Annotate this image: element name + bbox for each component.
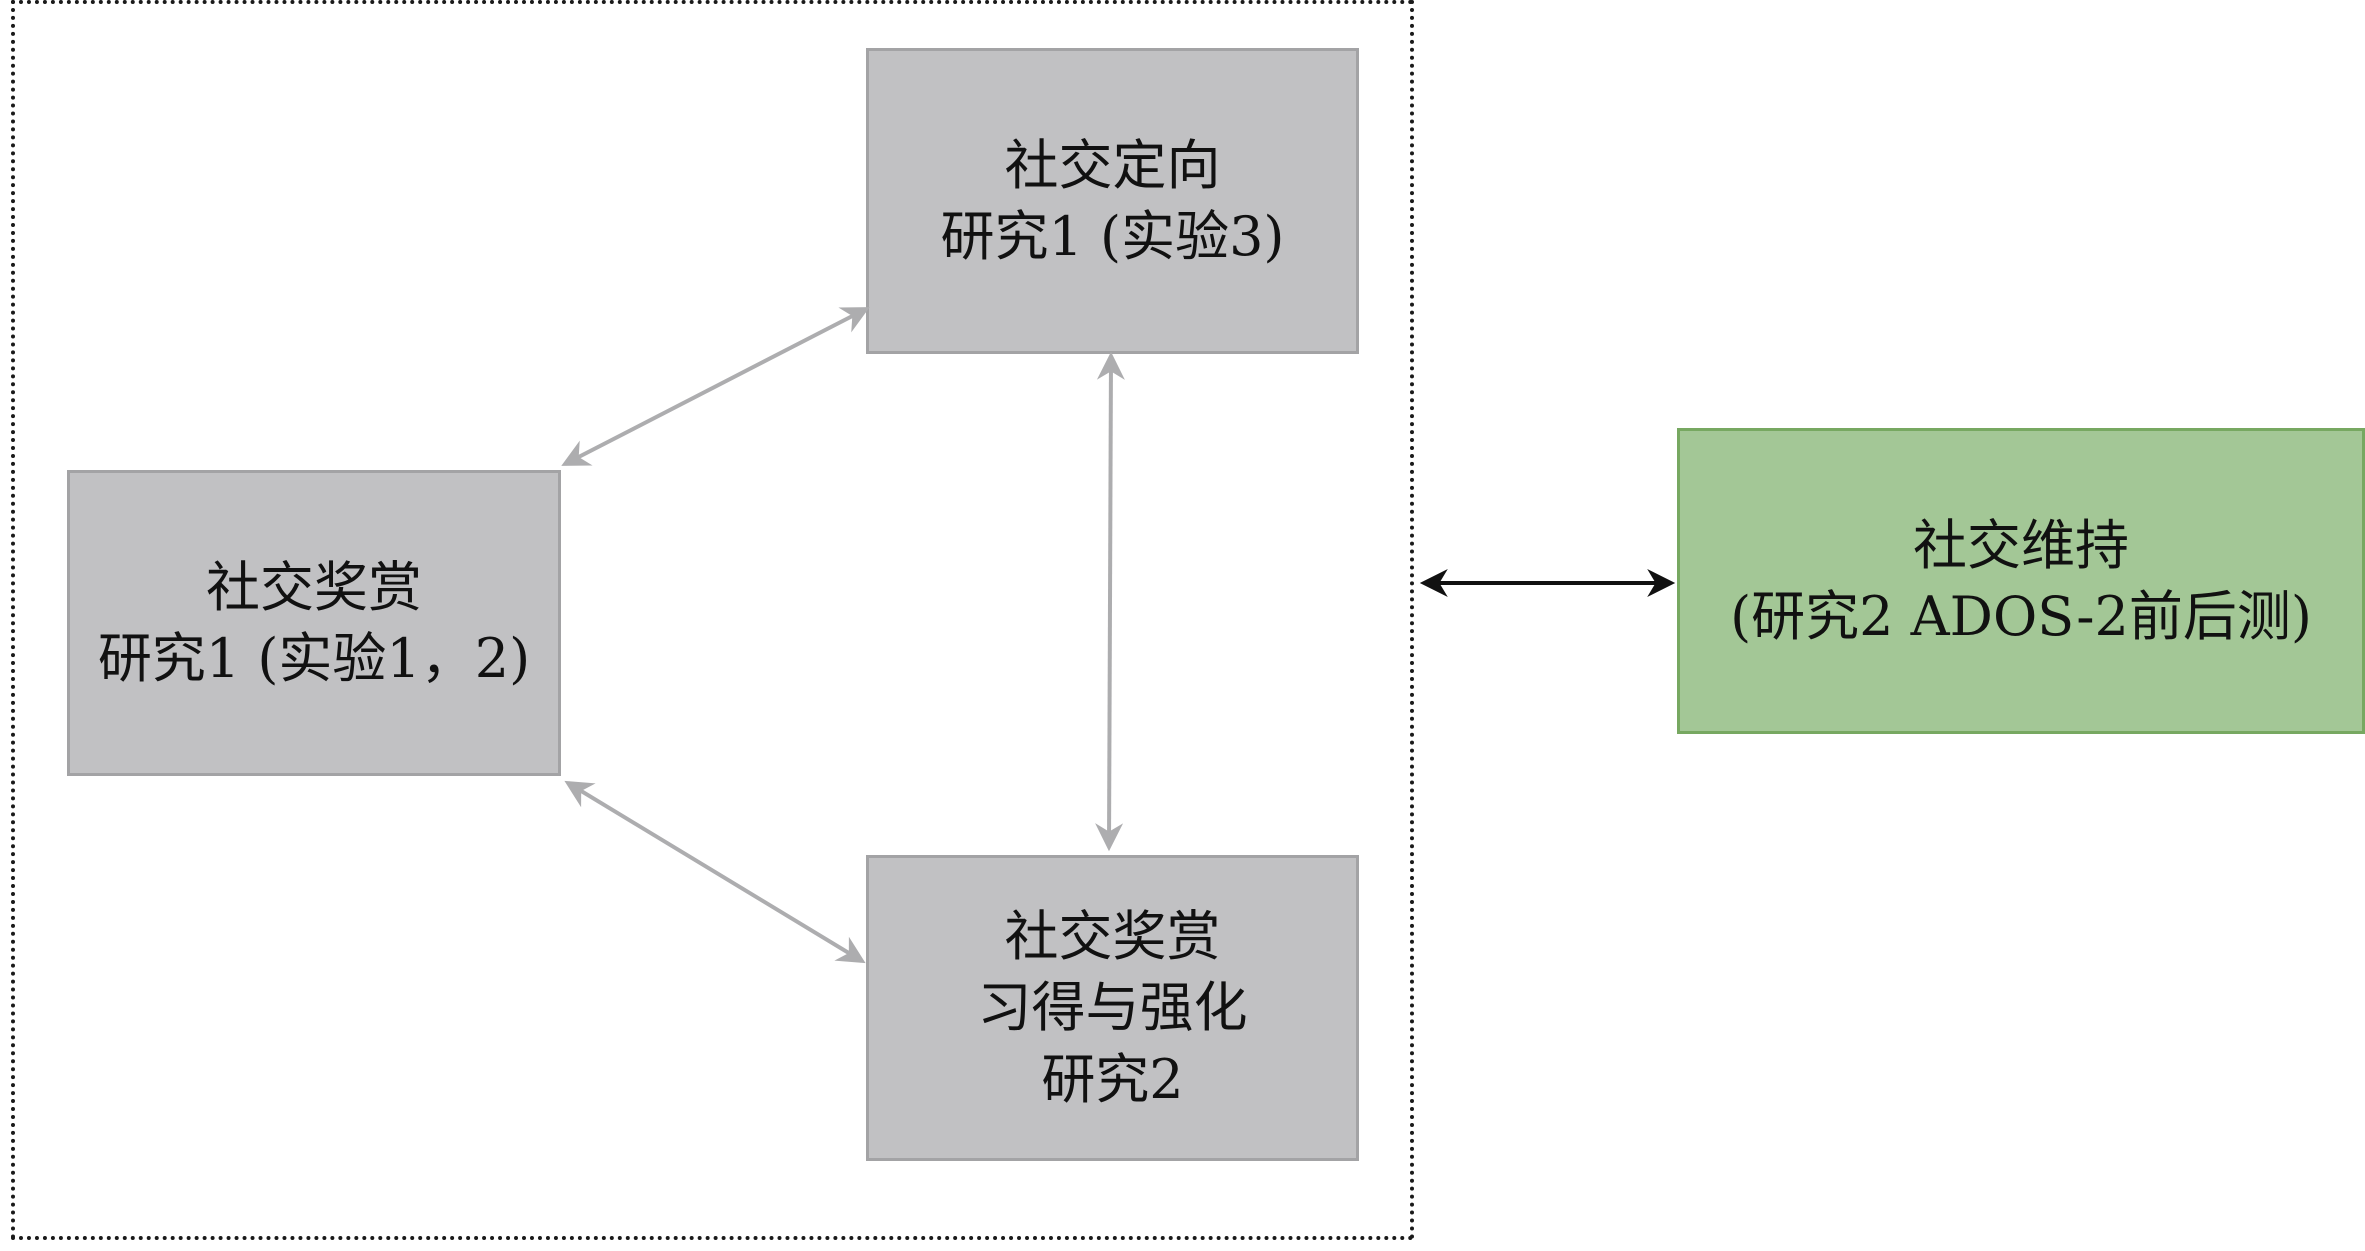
node-social-maintenance-title: 社交维持 — [1913, 513, 2129, 577]
dotted-group-frame — [11, 0, 1414, 1240]
node-reward-learning-title: 社交奖赏 — [1004, 905, 1221, 969]
node-social-maintenance-study: (研究2 ADOS-2前后测) — [1730, 585, 2312, 648]
node-social-reward-study: 研究1 (实验1，2) — [97, 627, 531, 690]
node-social-maintenance: 社交维持 (研究2 ADOS-2前后测) — [1677, 428, 2365, 734]
node-social-reward: 社交奖赏 研究1 (实验1，2) — [67, 470, 561, 776]
node-reward-learning-study: 研究2 — [1041, 1047, 1184, 1111]
node-social-orientation-study: 研究1 (实验3) — [940, 205, 1285, 268]
node-social-orientation: 社交定向 研究1 (实验3) — [866, 48, 1359, 354]
node-social-reward-title: 社交奖赏 — [206, 555, 422, 619]
node-reward-learning: 社交奖赏 习得与强化 研究2 — [866, 855, 1359, 1161]
node-social-orientation-title: 社交定向 — [1004, 133, 1221, 197]
node-reward-learning-subtitle: 习得与强化 — [977, 976, 1248, 1040]
